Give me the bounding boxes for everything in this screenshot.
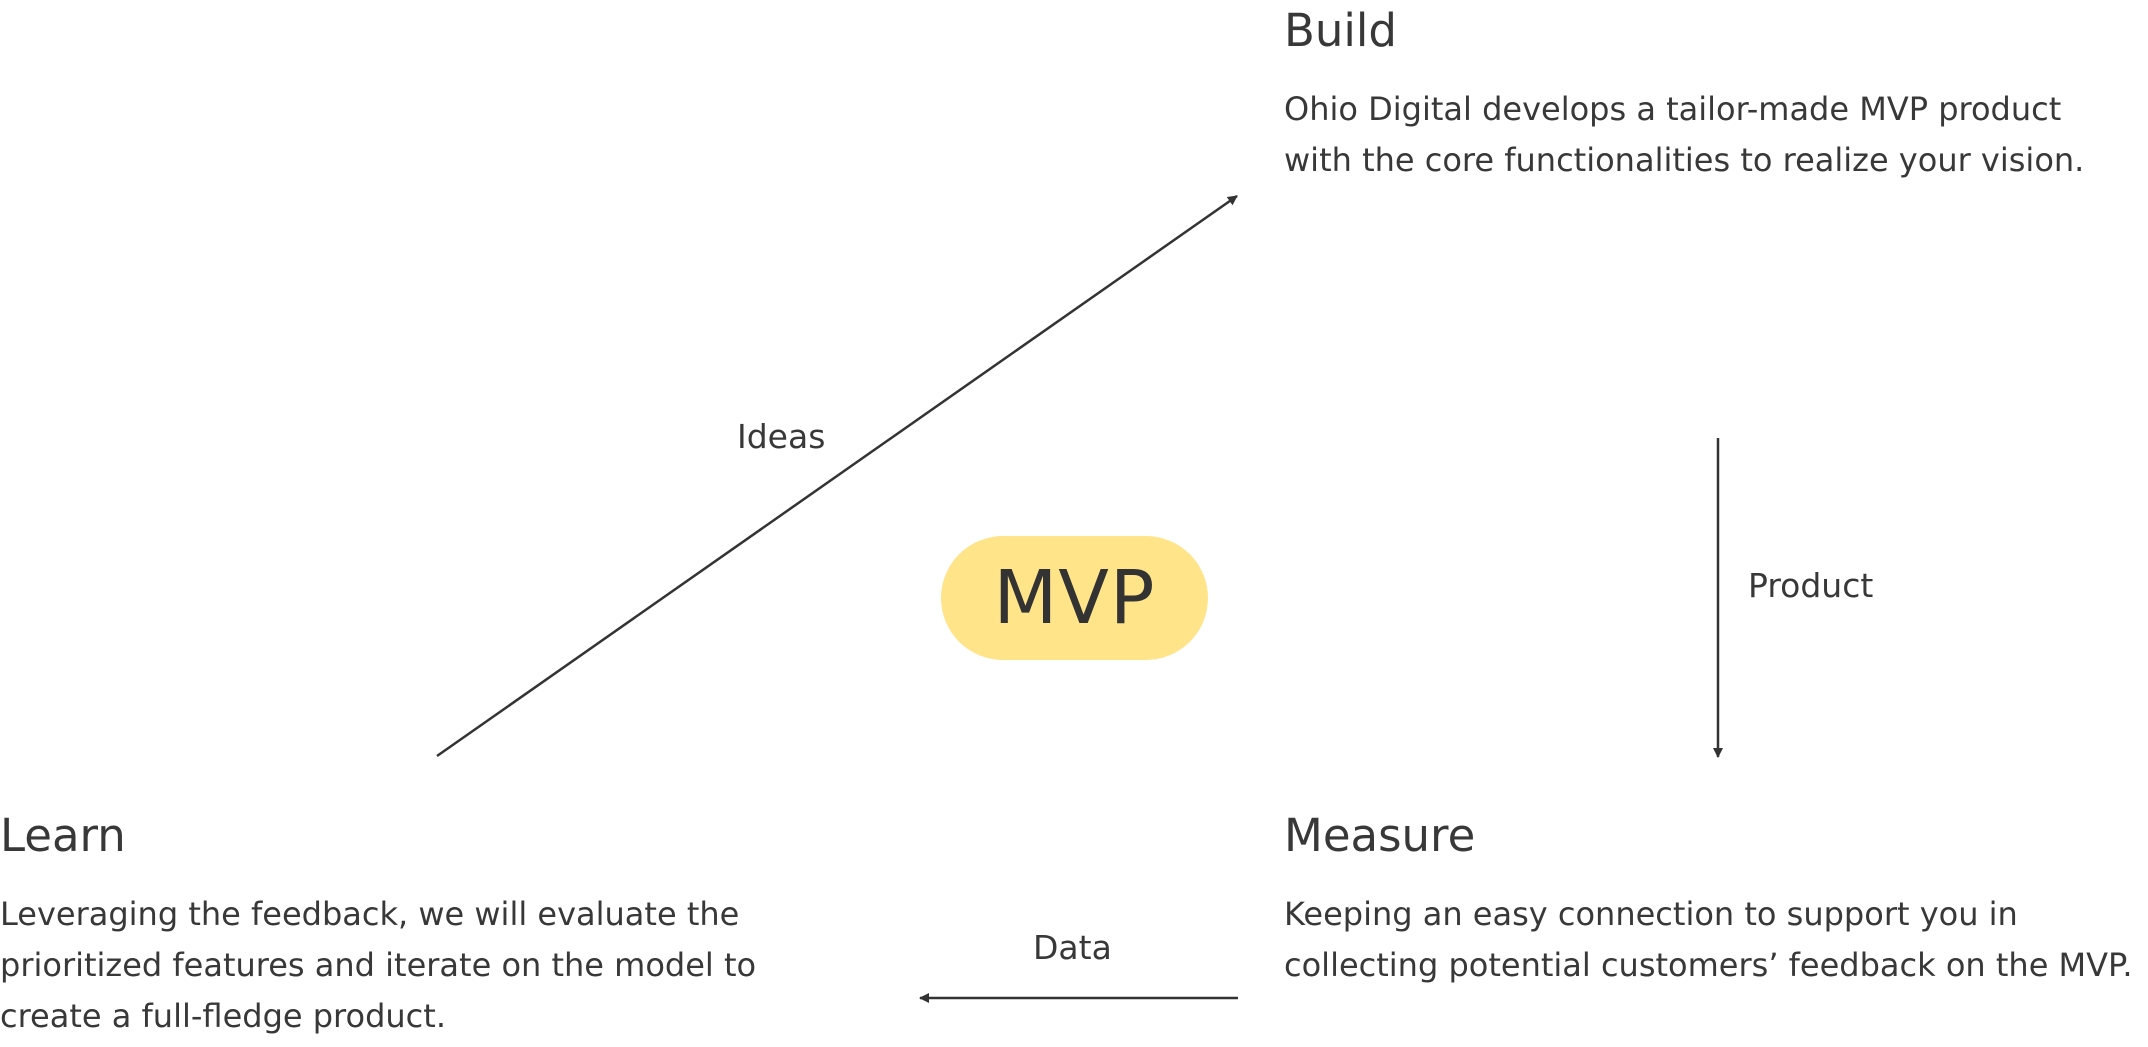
build-stage: Build Ohio Digital develops a tailor-mad… [1284, 6, 2134, 186]
measure-stage: Measure Keeping an easy connection to su… [1284, 811, 2134, 991]
learn-title: Learn [0, 809, 126, 862]
ideas-arrow [436, 194, 1238, 758]
ideas-label: Ideas [737, 417, 826, 456]
learn-description: Leveraging the feedback, we will evaluat… [0, 894, 757, 1035]
data-label: Data [1033, 928, 1112, 967]
build-description: Ohio Digital develops a tailor-made MVP … [1284, 89, 2085, 179]
build-title: Build [1284, 4, 1397, 57]
learn-stage: Learn Leveraging the feedback, we will e… [0, 811, 860, 1042]
mvp-badge: MVP [941, 536, 1208, 660]
product-label: Product [1748, 566, 1874, 605]
measure-title: Measure [1284, 809, 1476, 862]
measure-description: Keeping an easy connection to support yo… [1284, 894, 2133, 984]
